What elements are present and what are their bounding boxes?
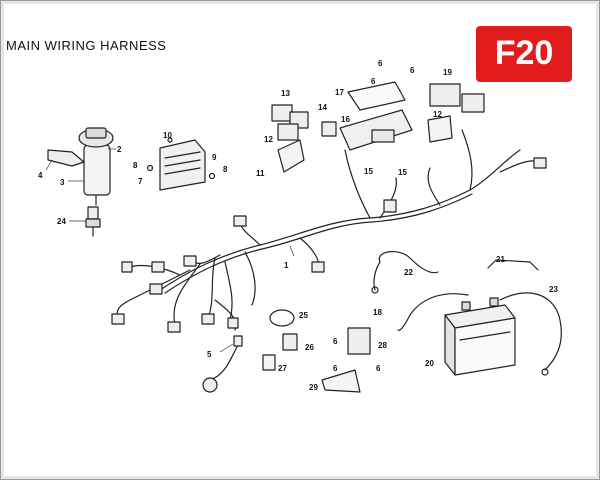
callout-3: 3 (60, 178, 65, 187)
relay-group-right (427, 83, 485, 143)
diagram-title: MAIN WIRING HARNESS (6, 38, 167, 53)
callout-25: 25 (299, 311, 308, 320)
ground-cable (378, 251, 439, 274)
mount-plate (321, 369, 361, 393)
callout-27: 27 (278, 364, 287, 373)
sensor-lead (202, 335, 243, 393)
callout-20: 20 (425, 359, 434, 368)
control-unit (339, 81, 413, 151)
flasher-relay (347, 327, 371, 355)
callout-5: 5 (207, 350, 212, 359)
callout-21: 21 (496, 255, 505, 264)
callout-8a: 8 (133, 161, 138, 170)
negative-cable (499, 292, 562, 371)
relay-small (282, 333, 298, 351)
section-code: F20 (494, 34, 554, 72)
callout-12b: 12 (433, 110, 442, 119)
callout-6f: 6 (376, 364, 381, 373)
callout-6a: 6 (378, 59, 383, 68)
callout-22: 22 (404, 268, 413, 277)
callout-12a: 12 (264, 135, 273, 144)
callout-14: 14 (318, 103, 327, 112)
callout-19: 19 (443, 68, 452, 77)
callout-2: 2 (117, 145, 122, 154)
relay-cluster (271, 104, 337, 173)
leader-lines (45, 148, 295, 353)
callout-7: 7 (138, 177, 143, 186)
voltage-regulator (146, 137, 216, 191)
callout-1: 1 (284, 261, 289, 270)
callout-28: 28 (378, 341, 387, 350)
callout-6b: 6 (410, 66, 415, 75)
callout-11: 11 (256, 169, 265, 178)
battery-strap (487, 259, 539, 271)
callout-16: 16 (341, 115, 350, 124)
callout-13: 13 (281, 89, 290, 98)
callout-6d: 6 (333, 337, 338, 346)
positive-cable (397, 293, 469, 331)
battery (444, 297, 516, 376)
spark-plug (85, 206, 101, 237)
callout-15b: 15 (398, 168, 407, 177)
main-harness (111, 129, 547, 333)
callout-6e: 6 (333, 364, 338, 373)
callout-17: 17 (335, 88, 344, 97)
callout-18: 18 (373, 308, 382, 317)
callout-8b: 8 (223, 165, 228, 174)
callout-6c: 6 (371, 77, 376, 86)
callout-24: 24 (57, 217, 66, 226)
callout-9: 9 (212, 153, 217, 162)
callout-labels: 13 10 2 4 3 9 8 7 8 24 12 11 14 17 16 15… (38, 59, 558, 392)
section-badge: F20 (476, 26, 572, 82)
callout-26: 26 (305, 343, 314, 352)
callout-4: 4 (38, 171, 43, 180)
bracket-small (262, 354, 276, 371)
callout-10: 10 (163, 131, 172, 140)
callout-29: 29 (309, 383, 318, 392)
hose-clamp (269, 309, 295, 327)
ignition-coil (47, 127, 114, 206)
callout-15a: 15 (364, 167, 373, 176)
callout-23: 23 (549, 285, 558, 294)
